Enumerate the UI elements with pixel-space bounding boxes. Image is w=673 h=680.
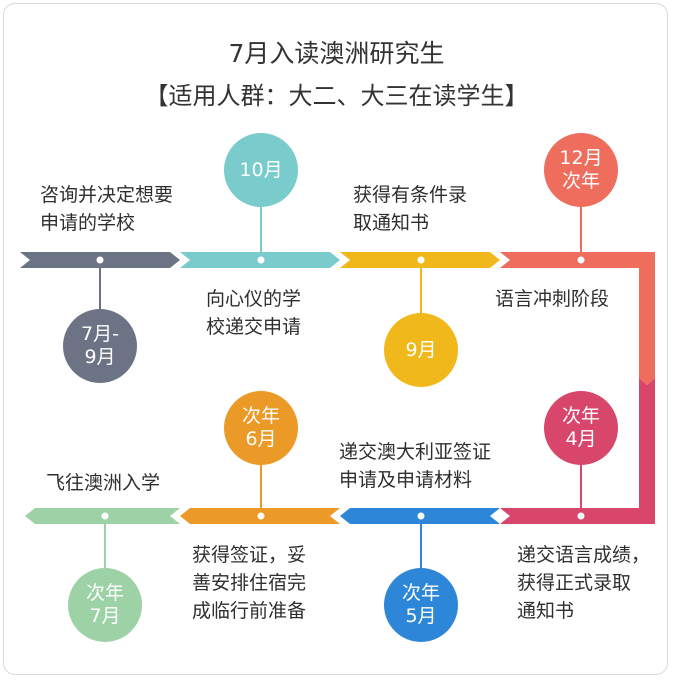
stage-6-text: 递交澳大利亚签证 申请及申请材料 — [339, 441, 492, 491]
dot-2 — [257, 256, 265, 264]
stage-1-date: 7月- 9月 — [63, 309, 137, 383]
stage-5-date: 次年 4月 — [544, 391, 618, 465]
dot-6 — [417, 512, 425, 520]
stage-3-date: 9月 — [384, 313, 458, 387]
page-subtitle: 【适用人群：大二、大三在读学生】 — [144, 82, 529, 110]
dot-3 — [417, 256, 425, 264]
dot-1 — [96, 256, 104, 264]
stage-8-date: 次年 7月 — [68, 568, 142, 642]
stage-1-text: 咨询并决定想要 申请的学校 — [40, 184, 174, 234]
stage-7-date: 次年 6月 — [224, 391, 298, 465]
stage-3-text: 获得有条件录 取通知书 — [353, 184, 468, 234]
stage-6-date: 次年 5月 — [384, 568, 458, 642]
stage-4-date: 12月 次年 — [544, 133, 618, 207]
arrow-segment-5 — [500, 378, 655, 524]
dot-8 — [101, 512, 109, 520]
stage-4-text: 语言冲刺阶段 — [495, 288, 610, 310]
dot-7 — [257, 512, 265, 520]
stage-2-date: 10月 — [224, 133, 298, 207]
dot-5 — [577, 512, 585, 520]
arrow-segment-4 — [500, 252, 655, 385]
dot-4 — [577, 256, 585, 264]
stage-5-text: 递交语言成绩， 获得正式录取 通知书 — [517, 544, 651, 622]
page-title: 7月入读澳洲研究生 — [228, 39, 445, 68]
stage-2-text: 向心仪的学 校递交申请 — [206, 288, 302, 338]
stage-7-text: 获得签证，妥 善安排住宿完 成临行前准备 — [192, 544, 307, 622]
stage-8-text: 飞往澳洲入学 — [46, 472, 161, 494]
